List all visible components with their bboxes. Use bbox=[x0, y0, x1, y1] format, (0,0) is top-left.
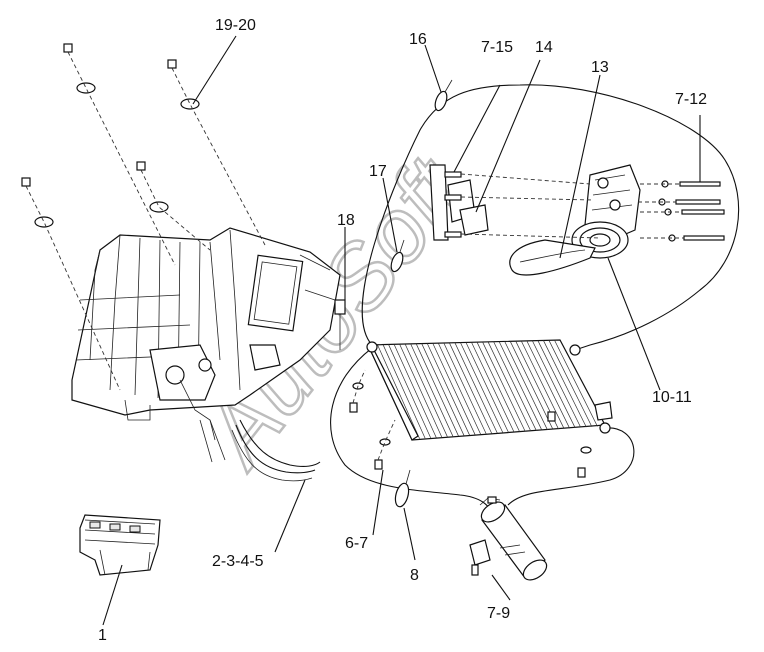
condenser-fin-line bbox=[415, 343, 459, 437]
condenser-fins bbox=[377, 339, 598, 439]
hvac-housing bbox=[71, 227, 341, 463]
receiver-drier bbox=[469, 496, 548, 581]
hose-clamps bbox=[390, 79, 453, 508]
label-18: 18 bbox=[337, 212, 355, 229]
condenser-fin-line bbox=[476, 342, 520, 432]
wiring-harness bbox=[231, 419, 321, 482]
condenser-bolts bbox=[349, 369, 592, 478]
condenser-fin-line bbox=[482, 341, 526, 432]
condenser-fin-line bbox=[382, 344, 426, 439]
condenser-fin-line bbox=[454, 342, 498, 434]
condenser-fin-line bbox=[377, 344, 420, 439]
label-13: 13 bbox=[591, 59, 609, 76]
condenser-fin-line bbox=[548, 340, 593, 427]
condenser-fin-line bbox=[410, 343, 454, 437]
condenser-fin-line bbox=[487, 341, 532, 432]
condenser-fin-line bbox=[426, 343, 470, 436]
compressor-bracket bbox=[429, 164, 601, 241]
callout-labels: 19-20 16 7-15 14 13 7-12 17 18 10-11 6-7… bbox=[98, 17, 707, 644]
condenser-fin-line bbox=[460, 342, 504, 434]
label-16: 16 bbox=[409, 31, 427, 48]
condenser-fin-line bbox=[493, 341, 537, 431]
compressor bbox=[509, 164, 641, 276]
condenser bbox=[334, 299, 613, 441]
label-2-3-4-5: 2-3-4-5 bbox=[212, 553, 264, 570]
condenser-fin-line bbox=[443, 342, 487, 435]
label-7-9: 7-9 bbox=[487, 605, 510, 622]
label-7-12: 7-12 bbox=[675, 91, 707, 108]
condenser-fin-line bbox=[543, 340, 587, 428]
condenser-fin-line bbox=[532, 340, 576, 429]
leader-lines bbox=[102, 35, 701, 626]
condenser-fin-line bbox=[432, 343, 476, 435]
condenser-fin-line bbox=[393, 344, 437, 438]
condenser-fin-line bbox=[421, 343, 465, 436]
label-1: 1 bbox=[98, 627, 107, 644]
refrigerant-lines bbox=[330, 84, 740, 516]
condenser-fin-line bbox=[388, 344, 431, 438]
label-6-7: 6-7 bbox=[345, 535, 368, 552]
condenser-fin-line bbox=[537, 340, 582, 428]
condenser-fin-line bbox=[404, 343, 448, 437]
condenser-fin-line bbox=[509, 341, 554, 430]
label-14: 14 bbox=[535, 39, 553, 56]
label-10-11: 10-11 bbox=[652, 389, 692, 406]
label-8: 8 bbox=[410, 567, 419, 584]
label-7-15: 7-15 bbox=[481, 39, 513, 56]
label-19-20: 19-20 bbox=[215, 17, 256, 34]
condenser-fin-line bbox=[399, 344, 443, 438]
condenser-fin-line bbox=[526, 340, 570, 429]
condenser-fin-line bbox=[438, 343, 482, 435]
condenser-fin-line bbox=[465, 342, 509, 433]
control-panel bbox=[79, 514, 161, 576]
condenser-fin-line bbox=[498, 341, 543, 431]
condenser-fin-line bbox=[449, 342, 493, 434]
label-17: 17 bbox=[369, 163, 387, 180]
condenser-fin-line bbox=[520, 340, 565, 429]
condenser-fin-line bbox=[554, 339, 598, 427]
condenser-fin-line bbox=[504, 341, 548, 430]
compressor-bolts bbox=[638, 180, 725, 242]
condenser-fin-line bbox=[471, 342, 515, 433]
